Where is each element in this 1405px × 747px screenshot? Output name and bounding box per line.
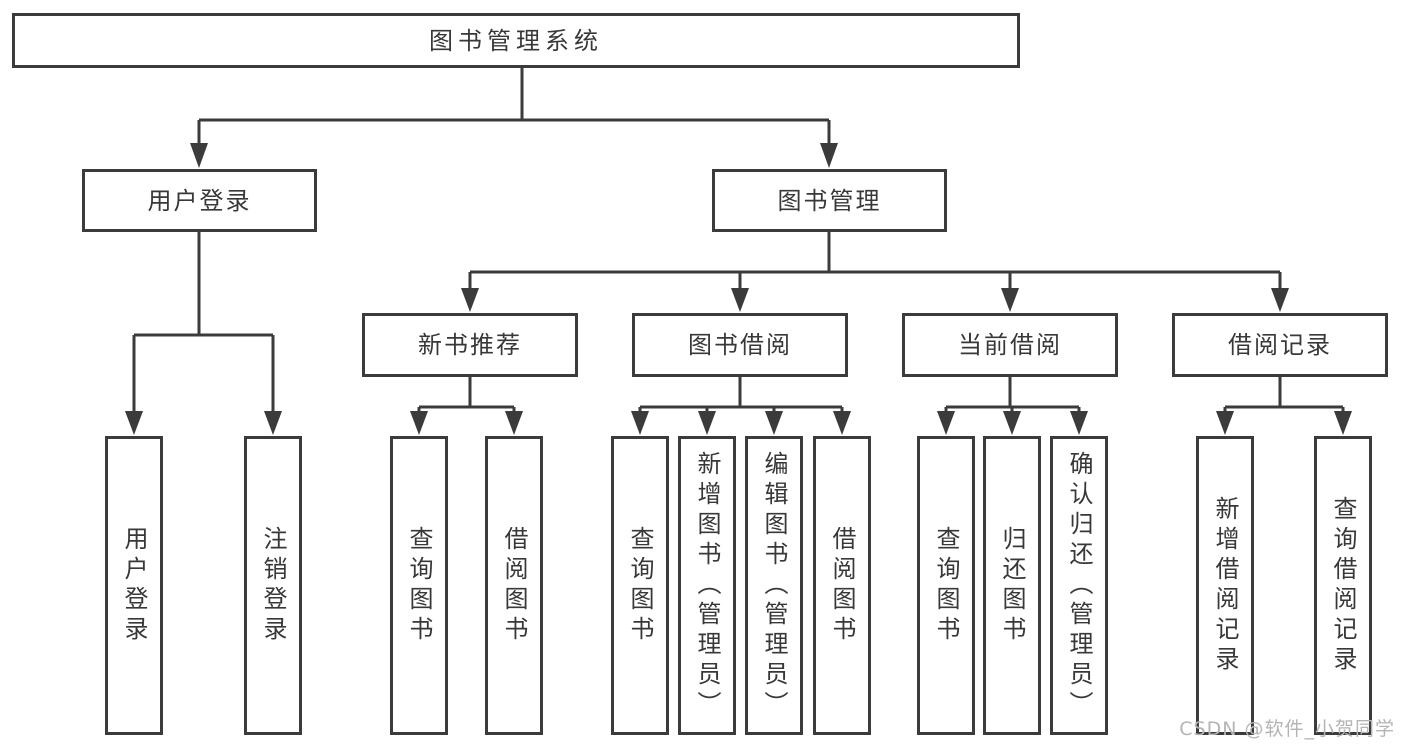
node-label: 图书管理系统 xyxy=(429,26,603,55)
node-user-login: 用户登录 xyxy=(82,169,317,232)
node-label: 用户登录 xyxy=(147,186,252,215)
leaf-edit-books-admin: 编辑图书（管理员） xyxy=(745,436,803,735)
node-current-borrow: 当前借阅 xyxy=(902,313,1118,377)
leaf-borrow-books-2: 借阅图书 xyxy=(813,436,871,735)
node-label: 查询借阅记录 xyxy=(1329,495,1357,676)
leaf-query-borrow-record: 查询借阅记录 xyxy=(1314,436,1372,735)
leaf-query-books-3: 查询图书 xyxy=(917,436,975,735)
node-label: 当前借阅 xyxy=(958,331,1062,359)
leaf-query-books-2: 查询图书 xyxy=(611,436,669,735)
node-label: 新书推荐 xyxy=(418,331,522,359)
leaf-confirm-return-admin: 确认归还（管理员） xyxy=(1050,436,1108,735)
node-label: 编辑图书（管理员） xyxy=(760,450,788,721)
csdn-watermark: CSDN @软件_小贺同学 xyxy=(1179,718,1395,740)
node-label: 归还图书 xyxy=(998,525,1026,646)
node-label: 借阅图书 xyxy=(828,525,856,646)
node-label: 确认归还（管理员） xyxy=(1065,450,1093,721)
leaf-borrow-books-1: 借阅图书 xyxy=(485,436,543,735)
node-label: 注销登录 xyxy=(259,525,287,646)
node-new-book-recommend: 新书推荐 xyxy=(362,313,578,377)
node-book-borrow: 图书借阅 xyxy=(632,313,848,377)
leaf-logout: 注销登录 xyxy=(244,436,302,735)
node-label: 查询图书 xyxy=(626,525,654,646)
node-label: 图书借阅 xyxy=(688,331,792,359)
node-label: 图书管理 xyxy=(777,186,882,215)
node-label: 新增图书（管理员） xyxy=(693,450,721,721)
node-label: 查询图书 xyxy=(932,525,960,646)
leaf-add-books-admin: 新增图书（管理员） xyxy=(678,436,736,735)
node-book-management: 图书管理 xyxy=(712,169,947,232)
node-label: 借阅记录 xyxy=(1228,331,1332,359)
node-label: 查询图书 xyxy=(405,525,433,646)
leaf-add-borrow-record: 新增借阅记录 xyxy=(1196,436,1254,735)
node-label: 借阅图书 xyxy=(500,525,528,646)
node-label: 新增借阅记录 xyxy=(1211,495,1239,676)
leaf-return-books: 归还图书 xyxy=(983,436,1041,735)
node-borrow-records: 借阅记录 xyxy=(1172,313,1388,377)
node-library-management-system: 图书管理系统 xyxy=(12,13,1020,68)
leaf-user-login: 用户登录 xyxy=(105,436,163,735)
arrowheads xyxy=(125,143,1352,435)
leaf-query-books-1: 查询图书 xyxy=(390,436,448,735)
node-label: 用户登录 xyxy=(120,525,148,646)
